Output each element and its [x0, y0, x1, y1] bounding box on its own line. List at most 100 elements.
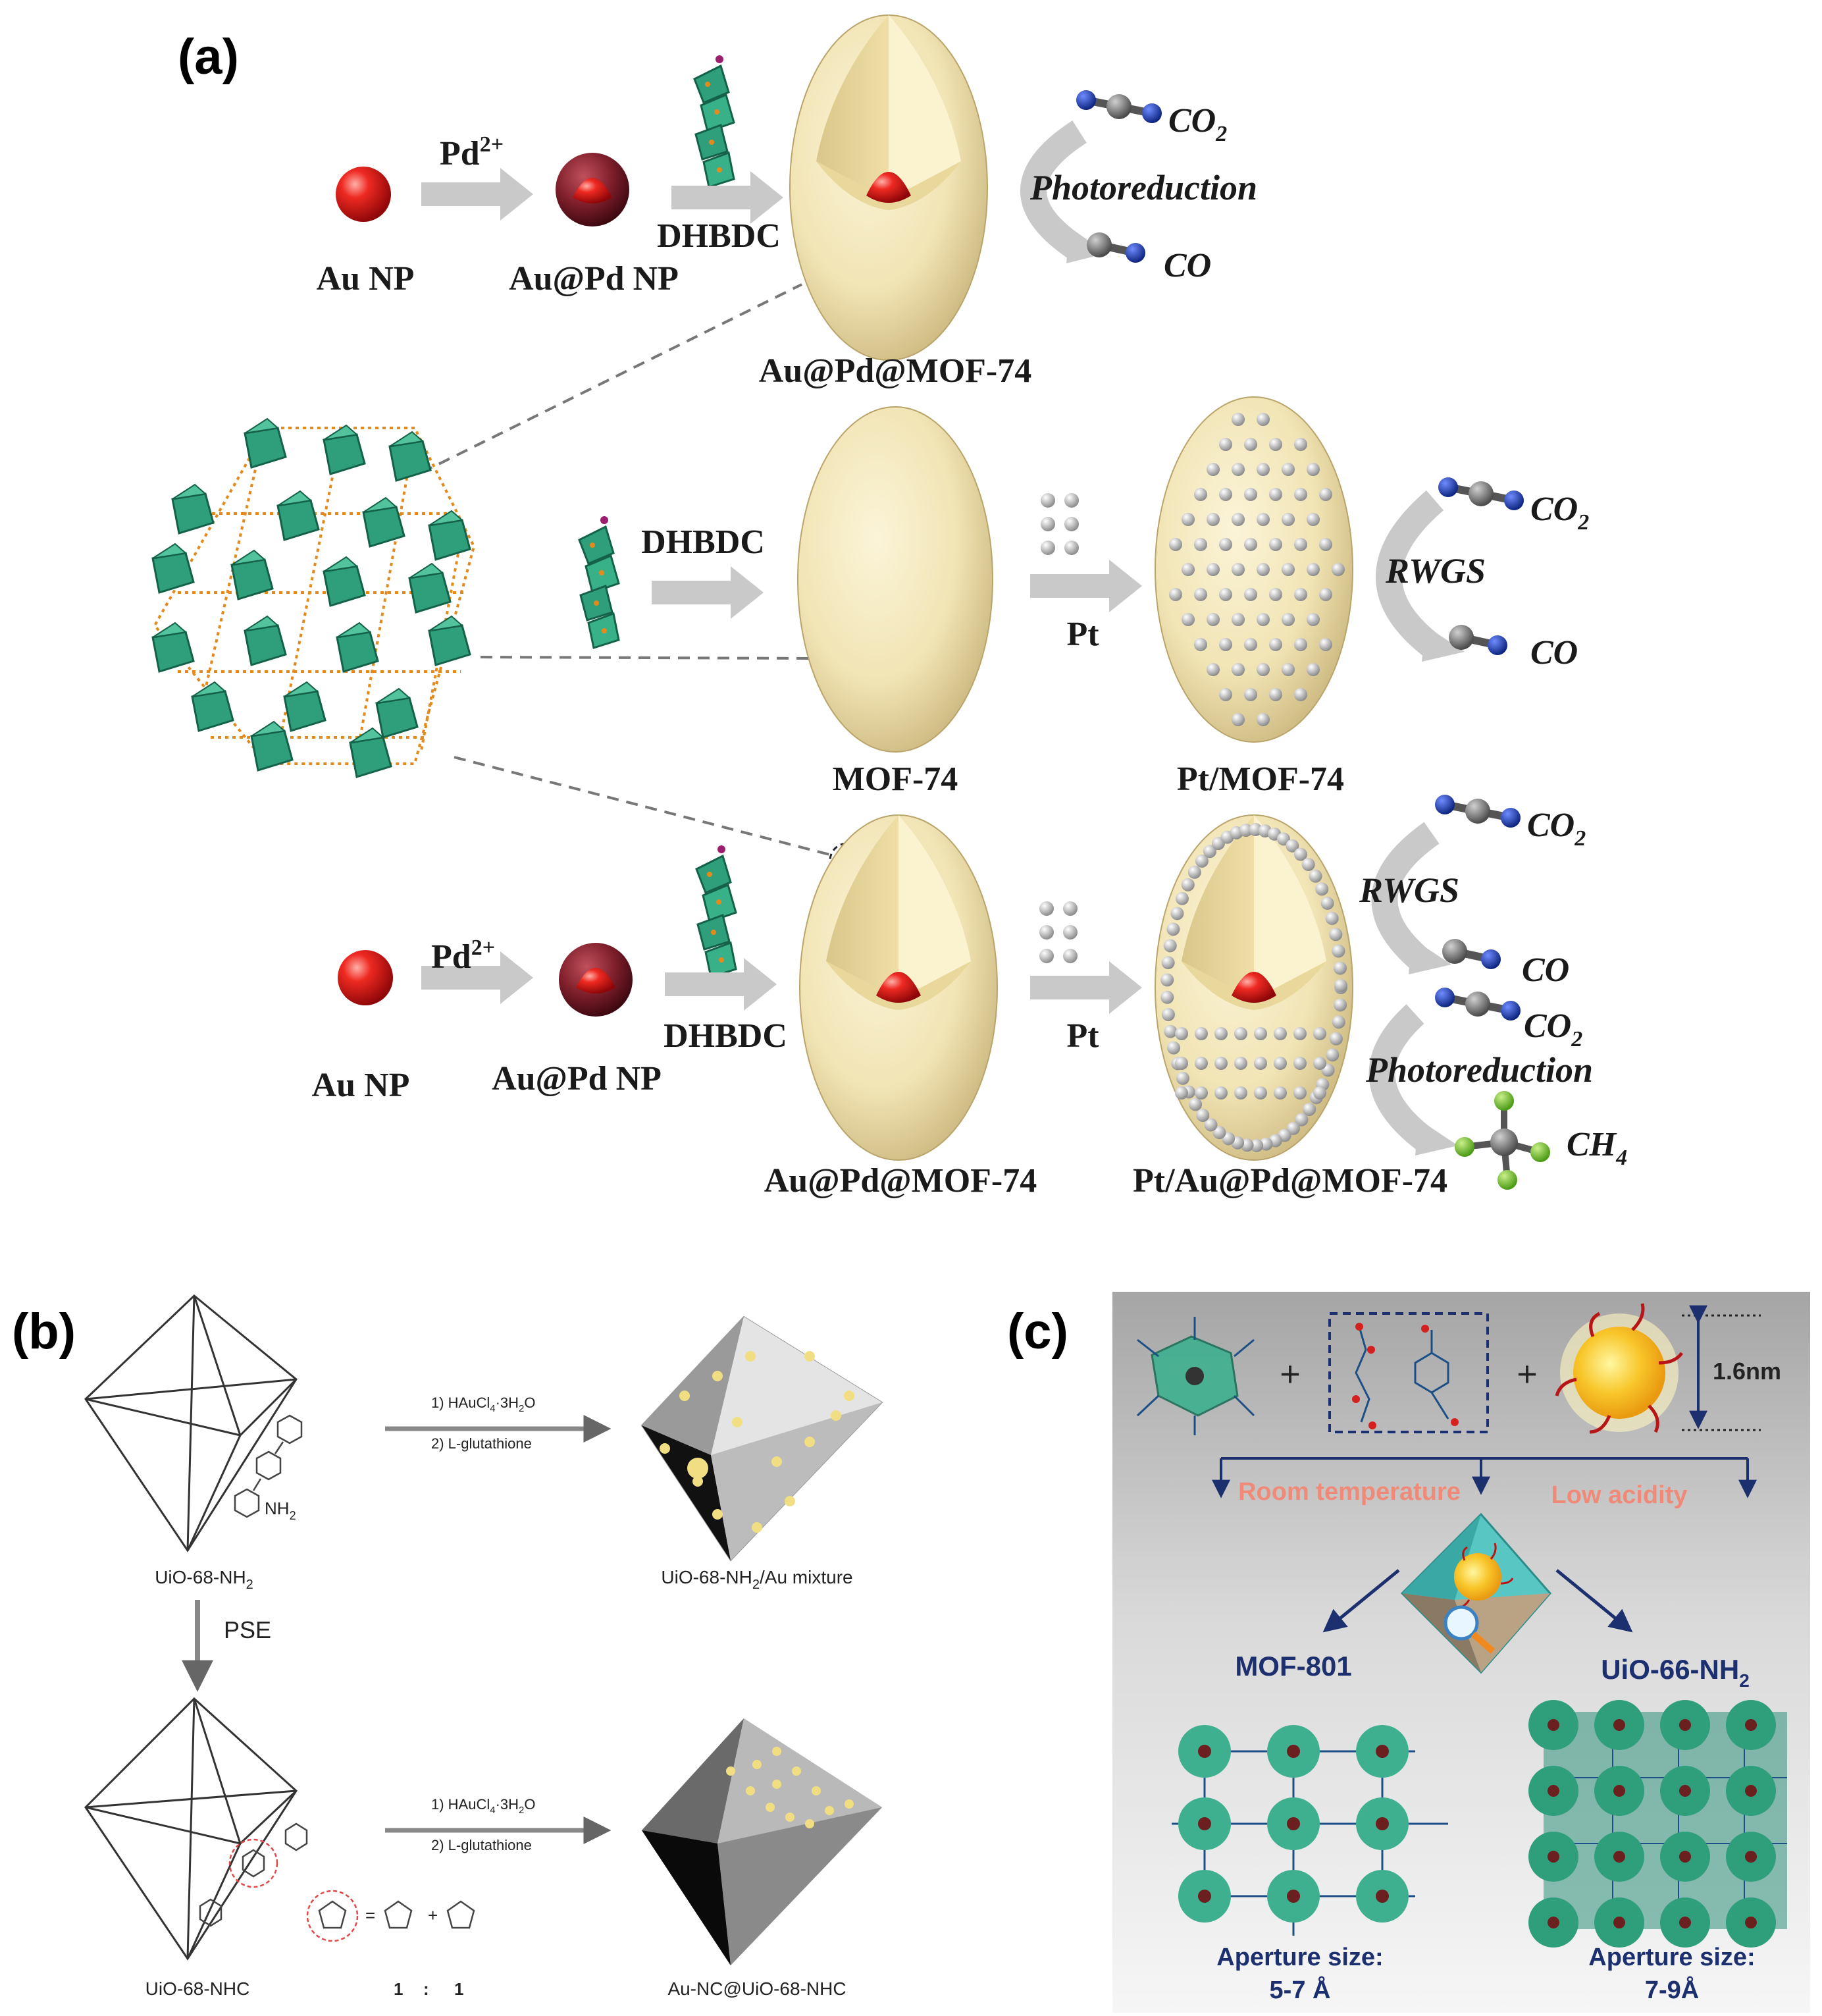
- pt-label-2: Pt: [1066, 1017, 1099, 1055]
- svg-text:1) HAuCl4·3H2O: 1) HAuCl4·3H2O: [431, 1394, 536, 1414]
- svg-text:Pd2+: Pd2+: [440, 132, 504, 172]
- row2: DHBDC MOF-74 Pt Pt/MOF-74 CO2 RWGS CO: [578, 396, 1589, 798]
- panel-b-label: (b): [12, 1304, 76, 1360]
- zoom-line-top: [421, 283, 802, 474]
- mof74-particle: [797, 406, 993, 753]
- glutathione-step-bottom: 2) L-glutathione: [431, 1837, 532, 1853]
- reaction-arrow-2: [1376, 490, 1444, 659]
- plus-sign-c2: +: [1517, 1354, 1538, 1394]
- svg-text:CO2: CO2: [1527, 807, 1586, 851]
- ratio-right: 1: [454, 1979, 463, 1999]
- svg-text:CO2: CO2: [1530, 491, 1589, 535]
- pt-aupd-mof74-label: Pt/Au@Pd@MOF-74: [1133, 1162, 1447, 1200]
- mof801-label: MOF-801: [1235, 1651, 1351, 1682]
- mof74-label: MOF-74: [833, 760, 958, 798]
- co2-label-3: CO: [1527, 807, 1575, 844]
- arrow-to-mof801: [1322, 1569, 1400, 1633]
- arrow-pt-2: [1030, 961, 1142, 1014]
- uio68-nhc-label: UiO-68-NHC: [145, 1978, 250, 1999]
- aupd-mof74-label-2: Au@Pd@MOF-74: [764, 1162, 1037, 1200]
- pd-charge-2: 2+: [471, 936, 495, 960]
- au-nanocluster: [1555, 1303, 1684, 1434]
- svg-text:UiO-68-NH2: UiO-68-NH2: [155, 1567, 253, 1592]
- size-label: 1.6nm: [1713, 1358, 1781, 1385]
- svg-text:UiO-66-NH2: UiO-66-NH2: [1601, 1654, 1750, 1691]
- co2-label: CO: [1168, 102, 1216, 140]
- svg-text:Pd2+: Pd2+: [431, 936, 495, 976]
- au-nanoparticle: [336, 167, 391, 222]
- co2-molecule-4: [1435, 988, 1521, 1021]
- pd-label-2: Pd: [431, 938, 471, 976]
- aupd-mof74-label: Au@Pd@MOF-74: [759, 352, 1032, 390]
- reaction-arrow-4: [1368, 1004, 1436, 1154]
- co2-label-2: CO: [1530, 491, 1578, 528]
- ch4-label: CH: [1567, 1126, 1617, 1163]
- svg-text:CH4: CH4: [1567, 1126, 1627, 1170]
- au-nc-uio68-nhc-octahedron: [642, 1718, 882, 1965]
- dhbdc-label: DHBDC: [657, 217, 781, 255]
- photoreduction-label: Photoreduction: [1029, 168, 1257, 207]
- pt-particles-icon: [1041, 493, 1079, 555]
- row1: Au NP Pd2+ Au@Pd NP DHBDC Au@Pd@MOF-74 C…: [317, 14, 1257, 390]
- aupd-np-label: Au@Pd NP: [509, 260, 679, 298]
- hauc-step-bottom: 1) HAuCl: [431, 1796, 490, 1813]
- co2-molecule: [1076, 90, 1162, 123]
- dhbdc-linker-icon-3: [695, 844, 737, 978]
- aupd-mof74-particle: [789, 14, 988, 361]
- dhbdc-label-3: DHBDC: [664, 1017, 787, 1055]
- pt-aupd-mof74-particle: [1155, 814, 1353, 1161]
- au-np-label-2: Au NP: [312, 1067, 410, 1104]
- reaction-arrow-1: [1020, 120, 1087, 261]
- branch-arrows: [1212, 1457, 1757, 1499]
- photoreduction-label-2: Photoreduction: [1365, 1050, 1593, 1090]
- zoom-line-bottom: [454, 756, 835, 857]
- pt-particles-icon-2: [1039, 901, 1078, 963]
- co-molecule: [1087, 232, 1145, 263]
- co-label-3: CO: [1522, 951, 1569, 989]
- rwgs-label-2: RWGS: [1359, 870, 1459, 910]
- zr-cluster-icon: [1136, 1317, 1255, 1435]
- aperture-value-left: 5-7 Å: [1270, 1975, 1331, 2004]
- panel-c: (c) +: [1007, 1292, 1810, 2013]
- hauc-step-top: 1) HAuCl: [431, 1394, 490, 1411]
- svg-text:1) HAuCl4·3H2O: 1) HAuCl4·3H2O: [431, 1796, 536, 1816]
- octahedron-wireframe-top: [84, 1294, 298, 1552]
- linker-box: [1328, 1312, 1489, 1433]
- uio66-framework: [1528, 1700, 1787, 1948]
- svg-text:NH2: NH2: [265, 1499, 296, 1522]
- arrow-pd: [421, 168, 533, 221]
- pt-mof74-label: Pt/MOF-74: [1177, 760, 1344, 798]
- pd-label: Pd: [440, 135, 480, 172]
- au-nanoparticle-2: [338, 950, 393, 1005]
- row3: Au NP Pd2+ Au@Pd NP DHBDC Au@Pd@MOF-74 P…: [312, 795, 1627, 1200]
- pt-label: Pt: [1066, 616, 1099, 653]
- svg-text:UiO-68-NH2/Au mixture: UiO-68-NH2/Au mixture: [661, 1567, 852, 1592]
- nh2-label: NH: [265, 1499, 290, 1518]
- au-np-label: Au NP: [317, 260, 415, 298]
- equals-sign: =: [365, 1905, 375, 1925]
- amino-linker-structure: [234, 1414, 303, 1518]
- arrow-dhbdc-2: [652, 566, 764, 619]
- panel-a: (a): [151, 14, 1627, 1200]
- aperture-title-left: Aperture size:: [1216, 1944, 1383, 1971]
- low-acidity-label: Low acidity: [1551, 1481, 1688, 1509]
- mof801-framework: [1172, 1725, 1448, 1936]
- aupd-np-label-2: Au@Pd NP: [492, 1060, 662, 1098]
- pd-charge: 2+: [480, 132, 504, 157]
- uio68-au-mixture-octahedron: [640, 1315, 883, 1562]
- glutathione-step-top: 2) L-glutathione: [431, 1435, 532, 1452]
- dhbdc-label-2: DHBDC: [641, 523, 765, 561]
- nc-encapsulated-octahedron: [1400, 1512, 1551, 1674]
- aupd-mof74-particle-2: [799, 814, 998, 1161]
- nhc-equation: = + 1 : 1: [306, 1890, 475, 1999]
- co-label: CO: [1164, 247, 1211, 284]
- uio68-au-mixture-label: UiO-68-NH: [661, 1567, 752, 1587]
- room-temperature-label: Room temperature: [1238, 1478, 1461, 1506]
- panel-a-label: (a): [178, 29, 239, 85]
- plus-sign-c1: +: [1280, 1354, 1301, 1394]
- svg-text:CO2: CO2: [1168, 102, 1227, 146]
- co-label-2: CO: [1530, 634, 1578, 672]
- nhc-linker-structure: [199, 1822, 308, 1927]
- uio68-nh2-label: UiO-68-NH: [155, 1567, 246, 1587]
- uio66-nh2-label: UiO-66-NH: [1601, 1654, 1739, 1685]
